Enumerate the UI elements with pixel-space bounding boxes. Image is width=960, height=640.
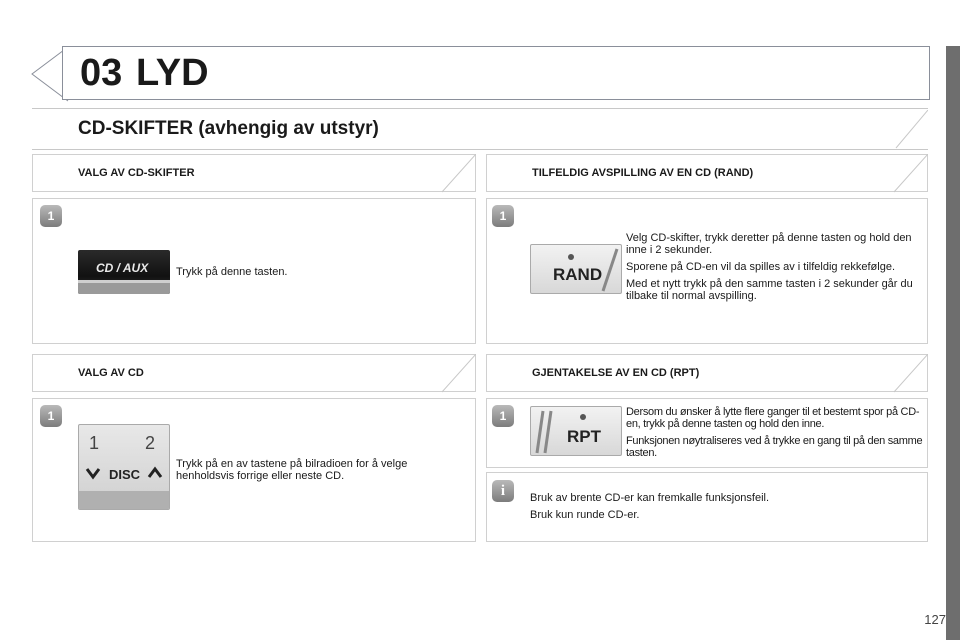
rand-button-label: RAND: [553, 265, 603, 284]
panel-info: [486, 472, 928, 542]
chapter-header: [62, 46, 930, 100]
info-paragraph: Bruk av brente CD-er kan fremkalle funks…: [530, 492, 770, 504]
rpt-button-image: RPT: [530, 406, 622, 456]
instruction-text: Trykk på denne tasten.: [176, 266, 288, 278]
subsection-title: VALG AV CD: [78, 367, 144, 379]
section-title: CD-SKIFTER (avhengig av utstyr): [78, 118, 379, 139]
rpt-button-label: RPT: [567, 427, 601, 446]
rand-button-icon: [568, 248, 619, 292]
subsection-header-changer: [32, 154, 476, 192]
section-title-bar: [32, 108, 928, 150]
subsection-title: VALG AV CD-SKIFTER: [78, 167, 195, 179]
instruction-text: Trykk på en av tastene på bilradioen for…: [176, 458, 408, 482]
subsection-header-cd: [32, 354, 476, 392]
disc-button-label-1: 1: [89, 433, 100, 453]
instruction-text-group: Dersom du ønsker å lytte flere ganger ti…: [626, 406, 924, 464]
instruction-text-group: Velg CD-skifter, trykk deretter på denne…: [626, 232, 924, 307]
page-number: 127: [924, 612, 946, 627]
info-text-group: Bruk av brente CD-er kan fremkalle funks…: [530, 492, 910, 526]
disc-button-label: DISC: [109, 467, 141, 482]
subsection-header-random: [486, 154, 928, 192]
disc-buttons-image: 1 2 DISC: [78, 424, 170, 510]
instruction-paragraph: Dersom du ønsker å lytte flere ganger ti…: [626, 406, 920, 430]
header-corner-decoration: [31, 46, 69, 102]
instruction-paragraph: Funksjonen nøytraliseres ved å trykke en…: [626, 435, 923, 459]
corner-slash-decoration: [441, 354, 476, 393]
step-number-badge: 1: [40, 205, 62, 227]
chapter-number: 03: [80, 52, 123, 94]
cd-aux-button-label: CD / AUX: [96, 261, 149, 275]
subsection-title: TILFELDIG AVSPILLING AV EN CD (RAND): [532, 167, 754, 179]
instruction-paragraph: Sporene på CD-en vil da spilles av i til…: [626, 261, 896, 273]
cd-aux-button-image: CD / AUX: [78, 250, 170, 294]
disc-arrows-icon: [79, 466, 169, 509]
subsection-title: GJENTAKELSE AV EN CD (RPT): [532, 367, 700, 379]
corner-slash-decoration: [441, 154, 476, 193]
page-edge-tab: [946, 46, 960, 640]
step-number-badge: 1: [492, 205, 514, 227]
corner-slash-decoration: [895, 110, 928, 149]
corner-slash-decoration: [893, 154, 928, 193]
chapter-title: LYD: [136, 52, 209, 94]
info-paragraph: Bruk kun runde CD-er.: [530, 509, 640, 521]
subsection-header-repeat: [486, 354, 928, 392]
info-icon: i: [492, 480, 514, 502]
corner-slash-decoration: [893, 354, 928, 393]
step-number-badge: 1: [492, 405, 514, 427]
rand-button-image: RAND: [530, 244, 622, 294]
rpt-button-icon: [535, 410, 586, 454]
step-number-badge: 1: [40, 405, 62, 427]
disc-button-label-2: 2: [145, 433, 156, 453]
instruction-paragraph: Med et nytt trykk på den samme tasten i …: [626, 278, 913, 302]
cd-aux-button-icon: [78, 280, 170, 294]
instruction-paragraph: Velg CD-skifter, trykk deretter på denne…: [626, 232, 912, 256]
